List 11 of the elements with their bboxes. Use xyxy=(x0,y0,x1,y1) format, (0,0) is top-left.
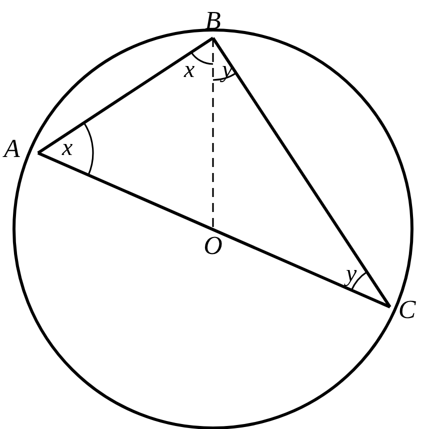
dashed-line xyxy=(212,38,214,230)
line-segment xyxy=(37,152,391,308)
line-segment xyxy=(37,36,214,154)
point-label: C xyxy=(390,294,424,326)
angle-label: y xyxy=(346,262,357,286)
point-label: O xyxy=(198,230,228,262)
point-label: B xyxy=(200,4,226,38)
line-segment xyxy=(212,37,392,308)
angle-label: x xyxy=(62,136,73,160)
point-label: A xyxy=(0,136,24,162)
angle-label: x xyxy=(184,58,195,82)
